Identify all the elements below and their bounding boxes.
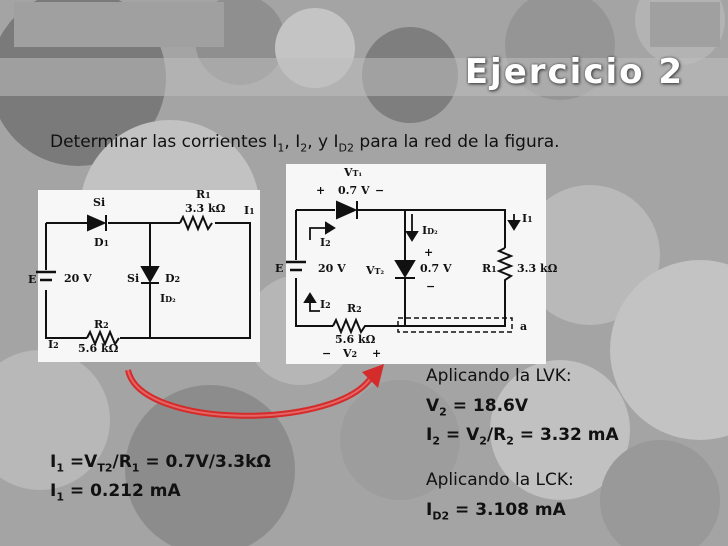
- svg-text:−: −: [322, 347, 331, 360]
- left-circuit: [36, 190, 260, 362]
- left-circuit-labels: Si D1 R1 3.3 kΩ I1 E 20 V Si D2 ID₂ R2 5…: [28, 188, 255, 355]
- svg-text:3.3 kΩ: 3.3 kΩ: [185, 202, 226, 215]
- svg-text:20 V: 20 V: [318, 262, 346, 275]
- svg-text:3.3 kΩ: 3.3 kΩ: [517, 262, 558, 275]
- i1-result: I1 = 0.212 mA: [50, 481, 181, 504]
- svg-text:D2: D2: [165, 272, 180, 285]
- svg-text:I2: I2: [320, 236, 331, 249]
- svg-text:−: −: [375, 184, 384, 197]
- svg-text:+: +: [372, 347, 381, 360]
- svg-text:V2: V2: [342, 347, 357, 360]
- right-circuit: [286, 164, 546, 364]
- svg-text:+: +: [316, 184, 325, 197]
- lvk-heading: Aplicando la LVK:: [426, 366, 572, 386]
- i1-formula: I1 =VT2/R1 = 0.7V/3.3kΩ: [50, 452, 271, 475]
- svg-text:Si: Si: [127, 272, 139, 285]
- svg-text:ID₂: ID₂: [160, 292, 176, 305]
- transform-arrow: [125, 364, 384, 419]
- svg-text:VT₂: VT₂: [365, 264, 385, 277]
- svg-text:I2: I2: [48, 338, 59, 351]
- svg-text:I1: I1: [522, 212, 533, 225]
- svg-text:+: +: [424, 246, 433, 259]
- svg-text:E: E: [28, 273, 36, 286]
- svg-text:ID₂: ID₂: [422, 224, 438, 237]
- svg-text:I2: I2: [320, 298, 331, 311]
- right-circuit-labels: VT₁ + 0.7 V − I2 ID₂ I1 E 20 V VT₂ + 0.7…: [275, 166, 558, 360]
- svg-text:0.7 V: 0.7 V: [338, 184, 370, 197]
- svg-text:I1: I1: [244, 204, 255, 217]
- svg-text:a: a: [520, 320, 527, 333]
- slide-title: Ejercicio 2: [464, 52, 684, 92]
- svg-text:0.7 V: 0.7 V: [420, 262, 452, 275]
- svg-text:20 V: 20 V: [64, 272, 92, 285]
- svg-text:E: E: [275, 262, 283, 275]
- problem-statement: Determinar las corrientes I1, I2, y ID2 …: [50, 132, 560, 155]
- title-banner: Ejercicio 2: [0, 50, 728, 104]
- svg-text:R1: R1: [482, 262, 497, 275]
- svg-text:−: −: [426, 280, 435, 293]
- lck-id2-result: ID2 = 3.108 mA: [426, 500, 566, 523]
- svg-text:R1: R1: [196, 188, 211, 201]
- lck-heading: Aplicando la LCK:: [426, 470, 574, 490]
- svg-text:R2: R2: [94, 318, 109, 331]
- lvk-v2-result: V2 = 18.6V: [426, 396, 529, 419]
- title-band: [0, 58, 728, 96]
- svg-text:VT₁: VT₁: [343, 166, 362, 179]
- svg-text:D1: D1: [94, 236, 109, 249]
- svg-text:5.6 kΩ: 5.6 kΩ: [335, 333, 376, 346]
- lvk-i2-result: I2 = V2/R2 = 3.32 mA: [426, 425, 619, 448]
- svg-text:5.6 kΩ: 5.6 kΩ: [78, 342, 119, 355]
- svg-text:R2: R2: [347, 302, 362, 315]
- svg-text:Si: Si: [93, 196, 105, 209]
